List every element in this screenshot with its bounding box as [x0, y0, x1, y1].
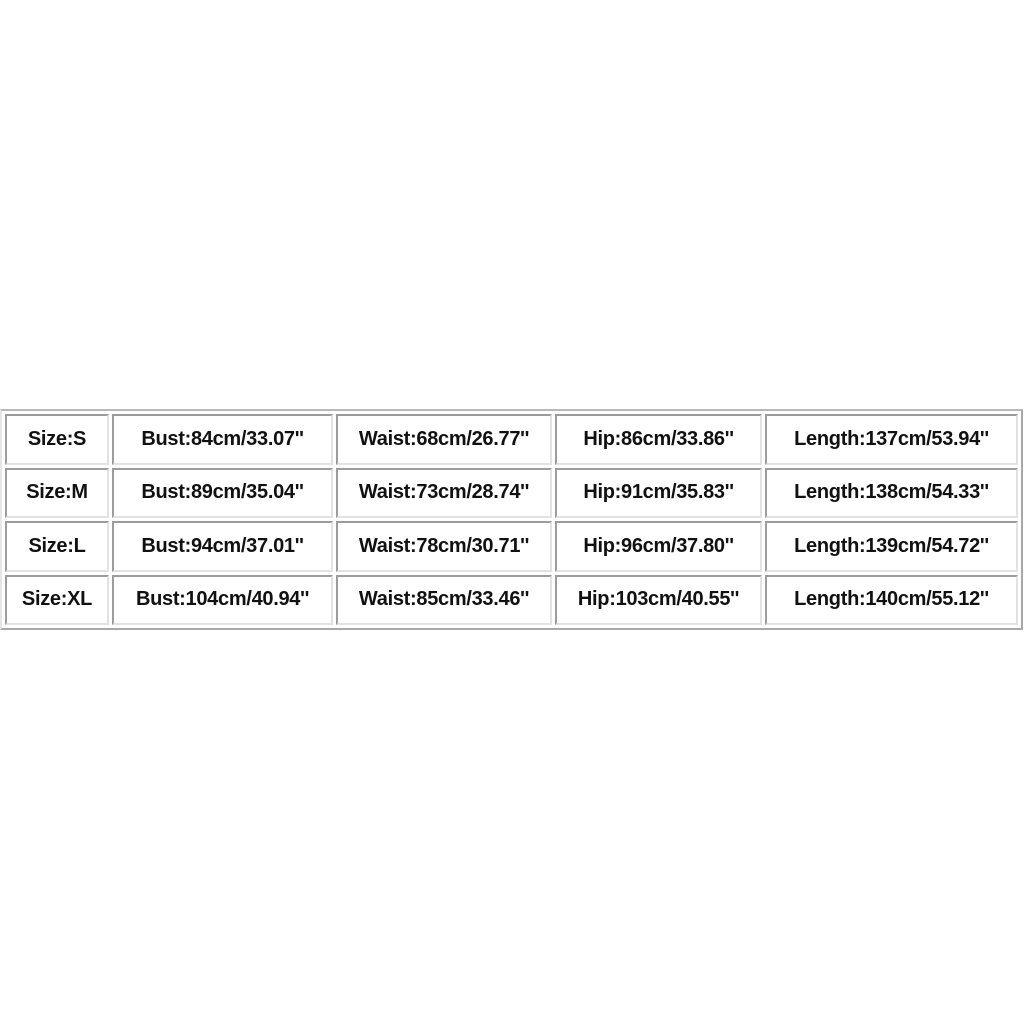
- waist-cell: Waist:68cm/26.77'': [336, 414, 552, 465]
- bust-cell: Bust:84cm/33.07'': [112, 414, 333, 465]
- size-cell: Size:M: [5, 467, 109, 518]
- size-cell: Size:XL: [5, 574, 109, 625]
- hip-cell: Hip:91cm/35.83'': [555, 467, 762, 518]
- size-cell: Size:L: [5, 521, 109, 572]
- hip-cell: Hip:96cm/37.80'': [555, 521, 762, 572]
- length-cell: Length:138cm/54.33'': [765, 467, 1018, 518]
- waist-cell: Waist:78cm/30.71'': [336, 521, 552, 572]
- length-cell: Length:137cm/53.94'': [765, 414, 1018, 465]
- length-cell: Length:139cm/54.72'': [765, 521, 1018, 572]
- table-row: Size:XL Bust:104cm/40.94'' Waist:85cm/33…: [5, 574, 1018, 625]
- hip-cell: Hip:103cm/40.55'': [555, 574, 762, 625]
- table-row: Size:M Bust:89cm/35.04'' Waist:73cm/28.7…: [5, 467, 1018, 518]
- bust-cell: Bust:94cm/37.01'': [112, 521, 333, 572]
- bust-cell: Bust:89cm/35.04'': [112, 467, 333, 518]
- waist-cell: Waist:73cm/28.74'': [336, 467, 552, 518]
- hip-cell: Hip:86cm/33.86'': [555, 414, 762, 465]
- length-cell: Length:140cm/55.12'': [765, 574, 1018, 625]
- bust-cell: Bust:104cm/40.94'': [112, 574, 333, 625]
- table-row: Size:S Bust:84cm/33.07'' Waist:68cm/26.7…: [5, 414, 1018, 465]
- size-chart-table: Size:S Bust:84cm/33.07'' Waist:68cm/26.7…: [0, 409, 1023, 630]
- table-row: Size:L Bust:94cm/37.01'' Waist:78cm/30.7…: [5, 521, 1018, 572]
- size-cell: Size:S: [5, 414, 109, 465]
- waist-cell: Waist:85cm/33.46'': [336, 574, 552, 625]
